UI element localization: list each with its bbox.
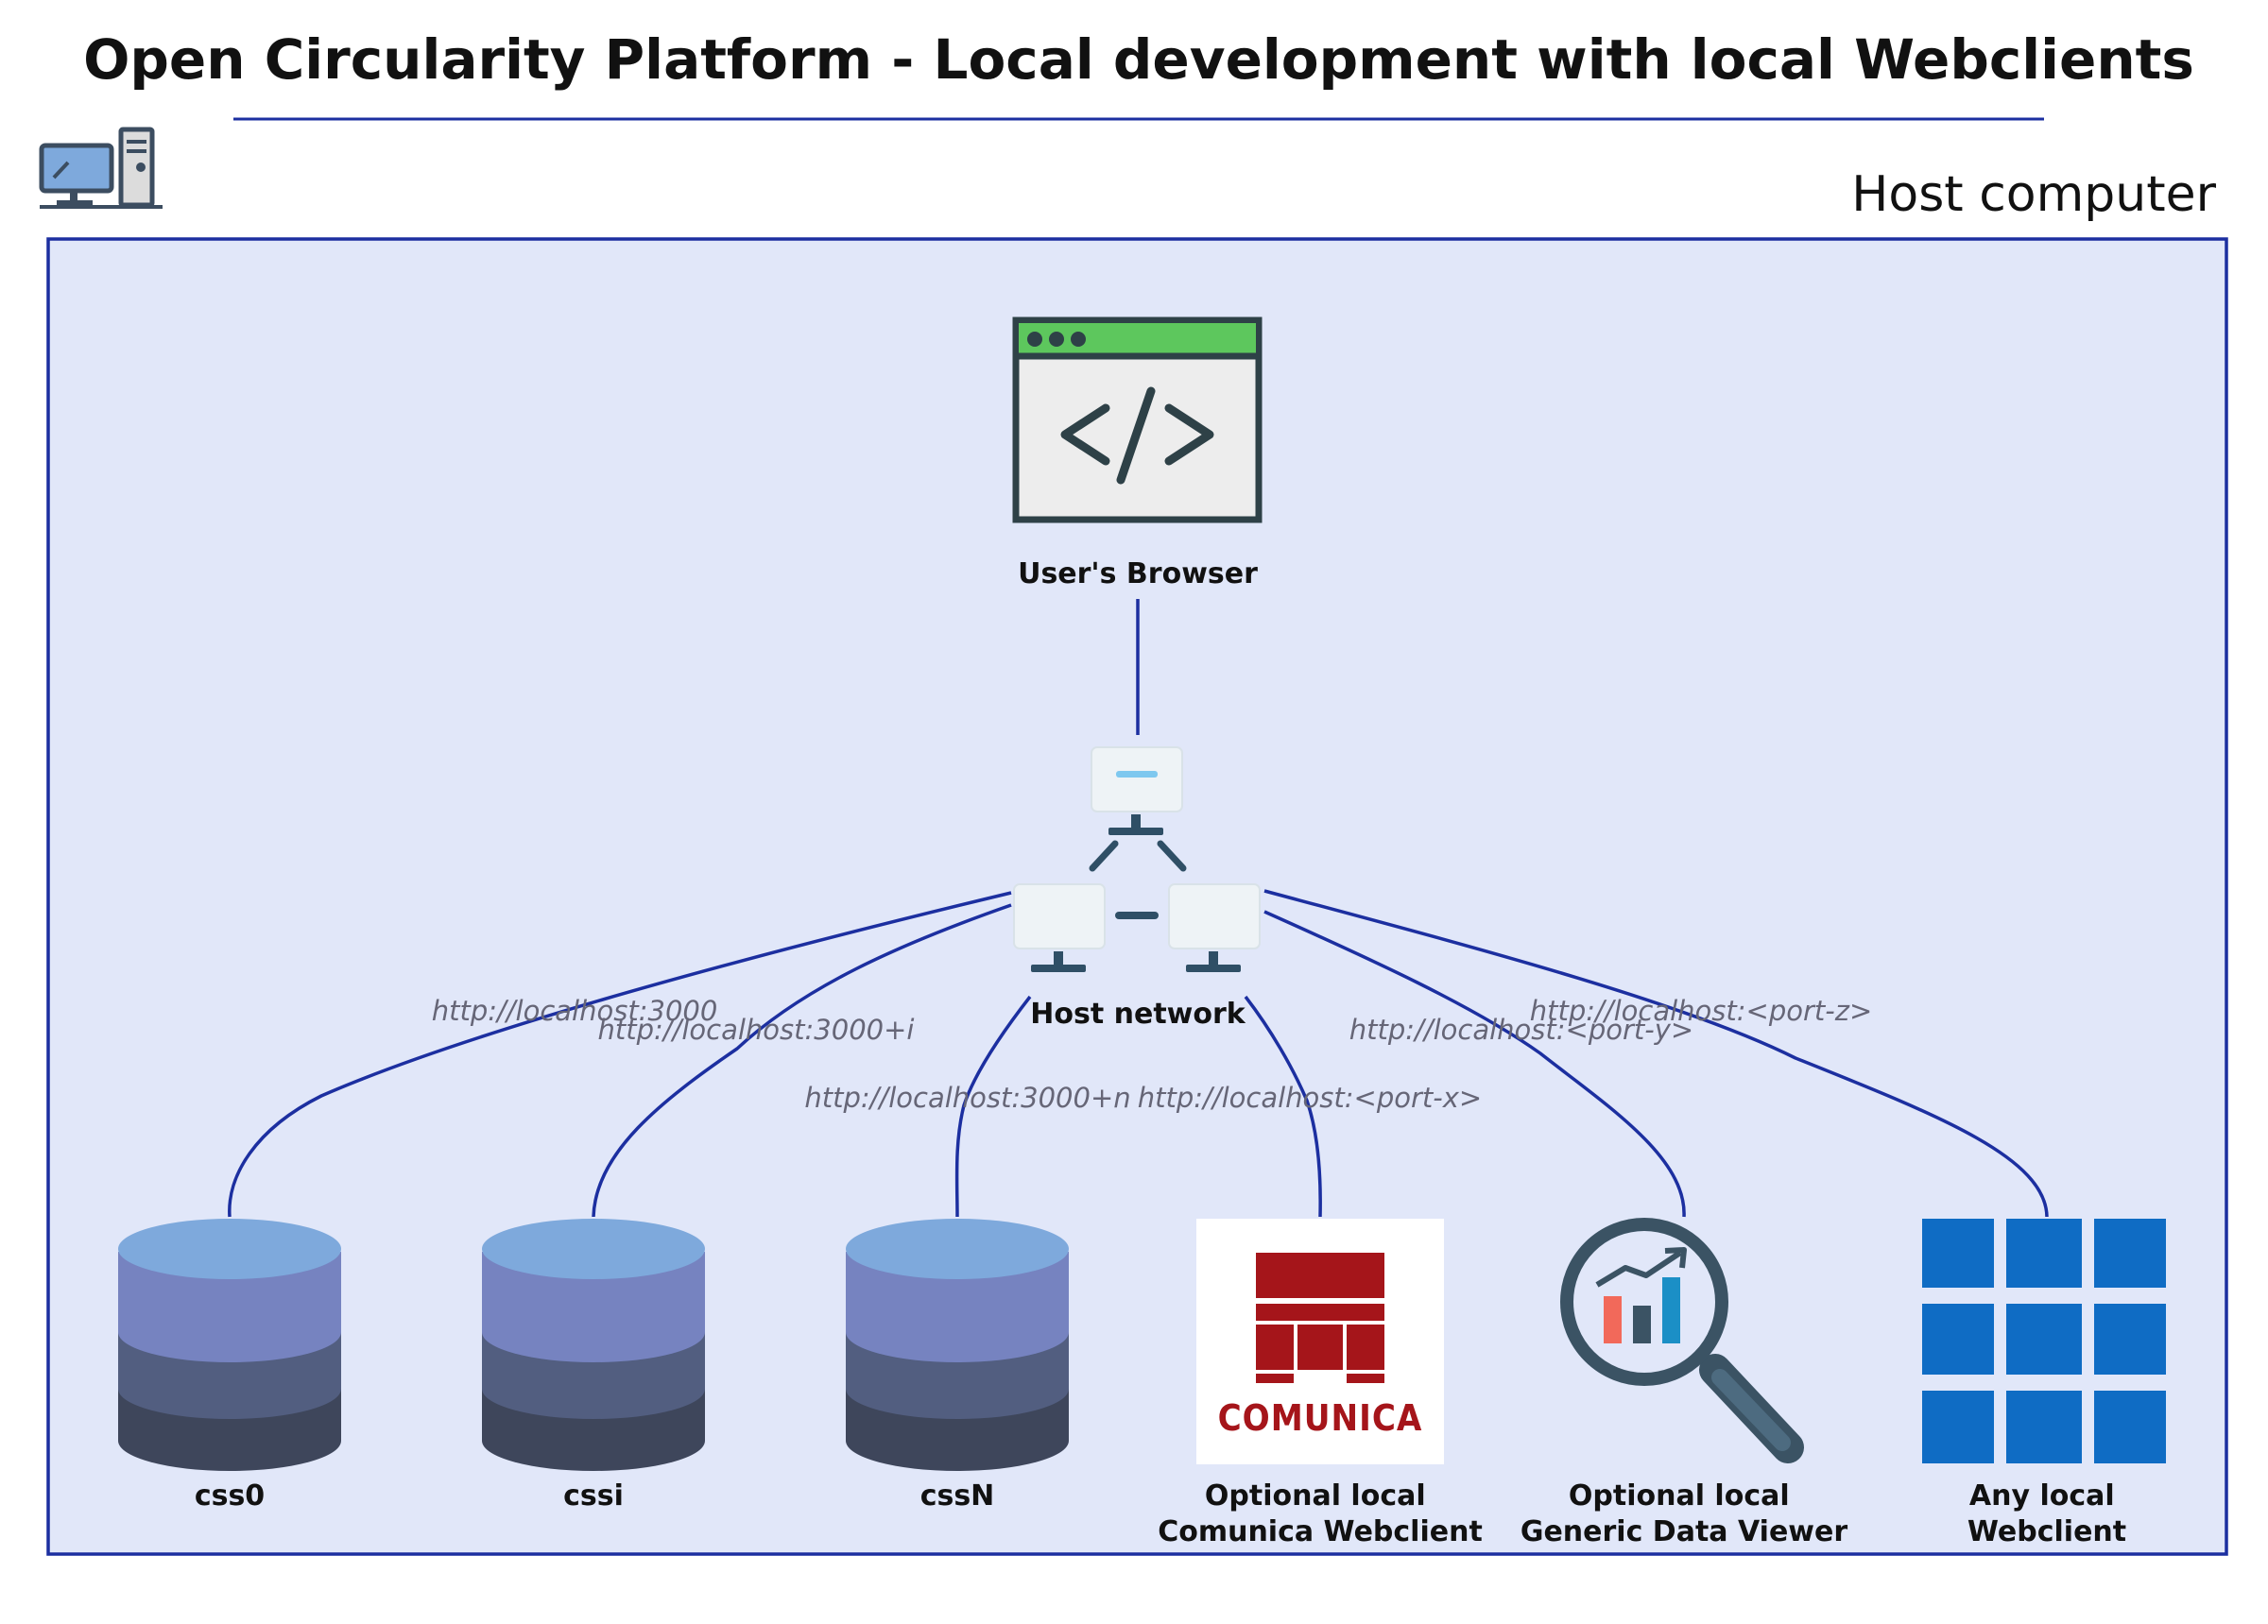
- edge-cssN: [954, 995, 1032, 1218]
- url-label-any-webclient: http://localhost:<port-z>: [1530, 995, 1873, 1027]
- node-label-comunica: Optional local Comunica Webclient: [1158, 1479, 1483, 1548]
- comunica-logo-text: COMUNICA: [1218, 1397, 1423, 1439]
- url-label-comunica: http://localhost:<port-x>: [1138, 1082, 1482, 1114]
- url-label-cssi: http://localhost:3000+i: [598, 1014, 915, 1046]
- node-label-any-webclient: Any local Webclient: [1967, 1479, 2126, 1548]
- magnifier-chart-icon: [1560, 1218, 1804, 1463]
- host-computer-label: Host computer: [1851, 166, 2216, 223]
- grid-app-icon: [1922, 1219, 2166, 1463]
- page-title: Open Circularity Platform - Local develo…: [83, 27, 2194, 92]
- node-label-cssi: cssi: [563, 1479, 624, 1513]
- network-icon: [1013, 746, 1261, 972]
- database-icon: [846, 1219, 1069, 1471]
- edge-any-webclient: [1263, 889, 2049, 1218]
- node-label-data-viewer: Optional local Generic Data Viewer: [1521, 1479, 1848, 1548]
- database-icon: [482, 1219, 705, 1471]
- edge-comunica: [1244, 995, 1322, 1218]
- browser-label: User's Browser: [1018, 557, 1258, 590]
- url-label-css0: http://localhost:3000: [432, 995, 718, 1027]
- network-label: Host network: [1030, 998, 1246, 1031]
- browser-code-icon: [1012, 316, 1263, 523]
- node-label-cssN: cssN: [920, 1479, 995, 1513]
- url-label-data-viewer: http://localhost:<port-y>: [1349, 1014, 1693, 1046]
- computer-icon: [39, 127, 163, 209]
- edge-cssi: [592, 903, 1012, 1218]
- database-icon: [118, 1219, 341, 1471]
- edge-data-viewer: [1263, 910, 1686, 1218]
- edge-css0: [228, 891, 1012, 1218]
- url-label-cssN: http://localhost:3000+n: [804, 1082, 1130, 1114]
- comunica-logo: COMUNICA: [1196, 1219, 1444, 1464]
- node-label-css0: css0: [195, 1479, 265, 1513]
